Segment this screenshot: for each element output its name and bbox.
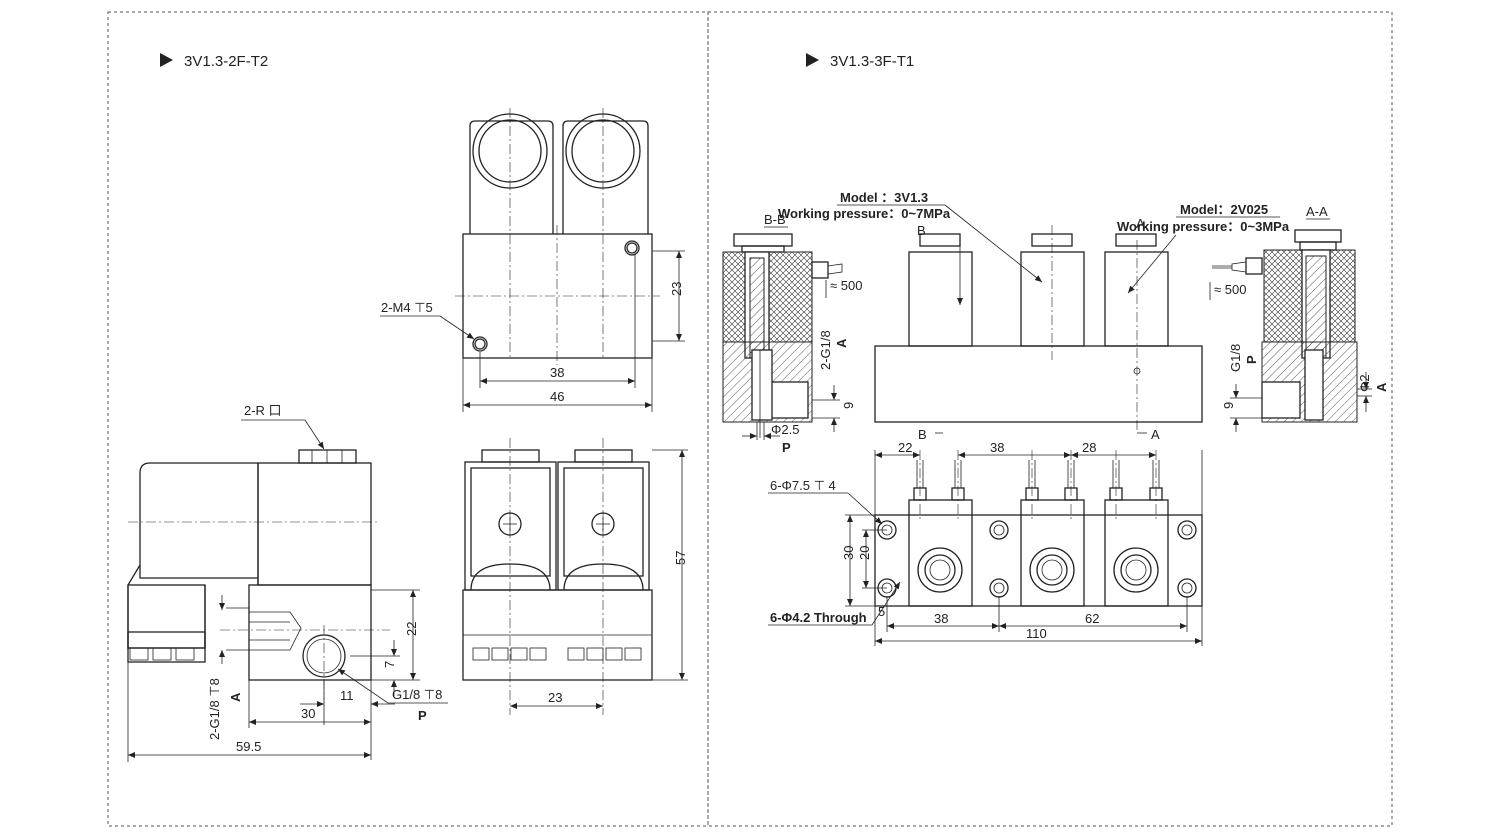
label-model-2v025: Model：2V025 bbox=[1180, 202, 1268, 217]
dim-110-plan: 110 bbox=[1026, 626, 1047, 641]
label-a-left: A bbox=[834, 338, 849, 348]
label-2-m4: 2-M4 ⊤5 bbox=[381, 300, 433, 315]
dim-20-plan: 20 bbox=[857, 546, 872, 560]
assembly-bottom-view bbox=[874, 450, 1203, 607]
section-b-b: B-B bbox=[722, 212, 843, 438]
dim-30-plan: 30 bbox=[841, 546, 856, 560]
dim-30-side: 30 bbox=[301, 706, 315, 721]
assembly-front-view bbox=[874, 225, 1203, 432]
label-g18-p: G1/8 ⊤8 bbox=[392, 687, 442, 702]
dim-28-plan: 28 bbox=[1082, 440, 1096, 455]
label-holes-phi4-2: 6-Φ4.2 Through bbox=[770, 610, 867, 625]
top-view-2f bbox=[455, 108, 660, 365]
section-mark-b-top: B bbox=[917, 223, 926, 238]
section-mark-b-bot: B bbox=[918, 427, 927, 442]
label-p-side: P bbox=[418, 708, 427, 723]
label-wire-500-right: ≈ 500 bbox=[1214, 282, 1246, 297]
side-view-2f bbox=[127, 449, 390, 700]
right-panel-border bbox=[707, 11, 1393, 827]
dim-22-plan: 22 bbox=[898, 440, 912, 455]
label-a-a: A-A bbox=[1306, 204, 1328, 219]
label-p-left: P bbox=[782, 440, 791, 455]
title-bullet-icon bbox=[806, 53, 819, 67]
label-pressure-0-7: Working pressure：0~7MPa bbox=[778, 206, 951, 221]
label-wire-500-left: ≈ 500 bbox=[830, 278, 862, 293]
dim-5-plan: 5 bbox=[878, 604, 885, 619]
front-view-2f bbox=[462, 438, 653, 715]
title-bullet-icon bbox=[160, 53, 173, 67]
label-2-g18-a: 2-G1/8 ⊤8 bbox=[207, 678, 222, 740]
label-a-right: A bbox=[1374, 382, 1389, 392]
label-pressure-0-3: Working pressure：0~3MPa bbox=[1117, 219, 1290, 234]
label-p-right: P bbox=[1244, 355, 1259, 364]
section-mark-a-top: A bbox=[1136, 216, 1145, 231]
left-panel-border bbox=[107, 11, 709, 827]
dim-22-side: 22 bbox=[404, 622, 419, 636]
dim-11-side: 11 bbox=[340, 688, 354, 703]
section-a-a: A-A bbox=[1212, 204, 1358, 423]
dim-46-top: 46 bbox=[550, 389, 564, 404]
dim-9-left: 9 bbox=[841, 402, 856, 409]
dim-9-right: 9 bbox=[1221, 402, 1236, 409]
dim-38-plan: 38 bbox=[990, 440, 1004, 455]
dim-62-plan: 62 bbox=[1085, 611, 1099, 626]
label-holes-phi7-5: 6-Φ7.5 ⊤ 4 bbox=[770, 478, 836, 493]
dim-57-front: 57 bbox=[673, 551, 688, 565]
dim-59-5-side: 59.5 bbox=[236, 739, 261, 754]
right-panel-title: 3V1.3-3F-T1 bbox=[830, 53, 914, 70]
right-panel: 3V1.3-3F-T1 B-B ≈ 500 2-G1/8 A 9 bbox=[722, 53, 1389, 646]
label-b-b: B-B bbox=[764, 212, 786, 227]
label-a-side: A bbox=[228, 692, 243, 702]
label-g18-right: G1/8 bbox=[1228, 344, 1243, 372]
left-panel: 3V1.3-2F-T2 23 38 46 2-M4 ⊤5 bbox=[127, 53, 688, 762]
label-phi-2: Φ2 bbox=[1357, 374, 1372, 392]
label-2-g18-left: 2-G1/8 bbox=[818, 330, 833, 370]
dim-23-top: 23 bbox=[669, 282, 684, 296]
label-2-r-port: 2-R 口 bbox=[244, 403, 282, 418]
left-panel-title: 3V1.3-2F-T2 bbox=[184, 53, 268, 70]
dim-38b-plan: 38 bbox=[934, 611, 948, 626]
dim-23-front: 23 bbox=[548, 690, 562, 705]
label-model-3v1-3: Model ：3V1.3 bbox=[840, 190, 928, 205]
section-mark-a-bot: A bbox=[1151, 427, 1160, 442]
dim-7-side: 7 bbox=[382, 661, 397, 668]
dim-38-top: 38 bbox=[550, 365, 564, 380]
label-phi-2-5: Φ2.5 bbox=[771, 422, 799, 437]
